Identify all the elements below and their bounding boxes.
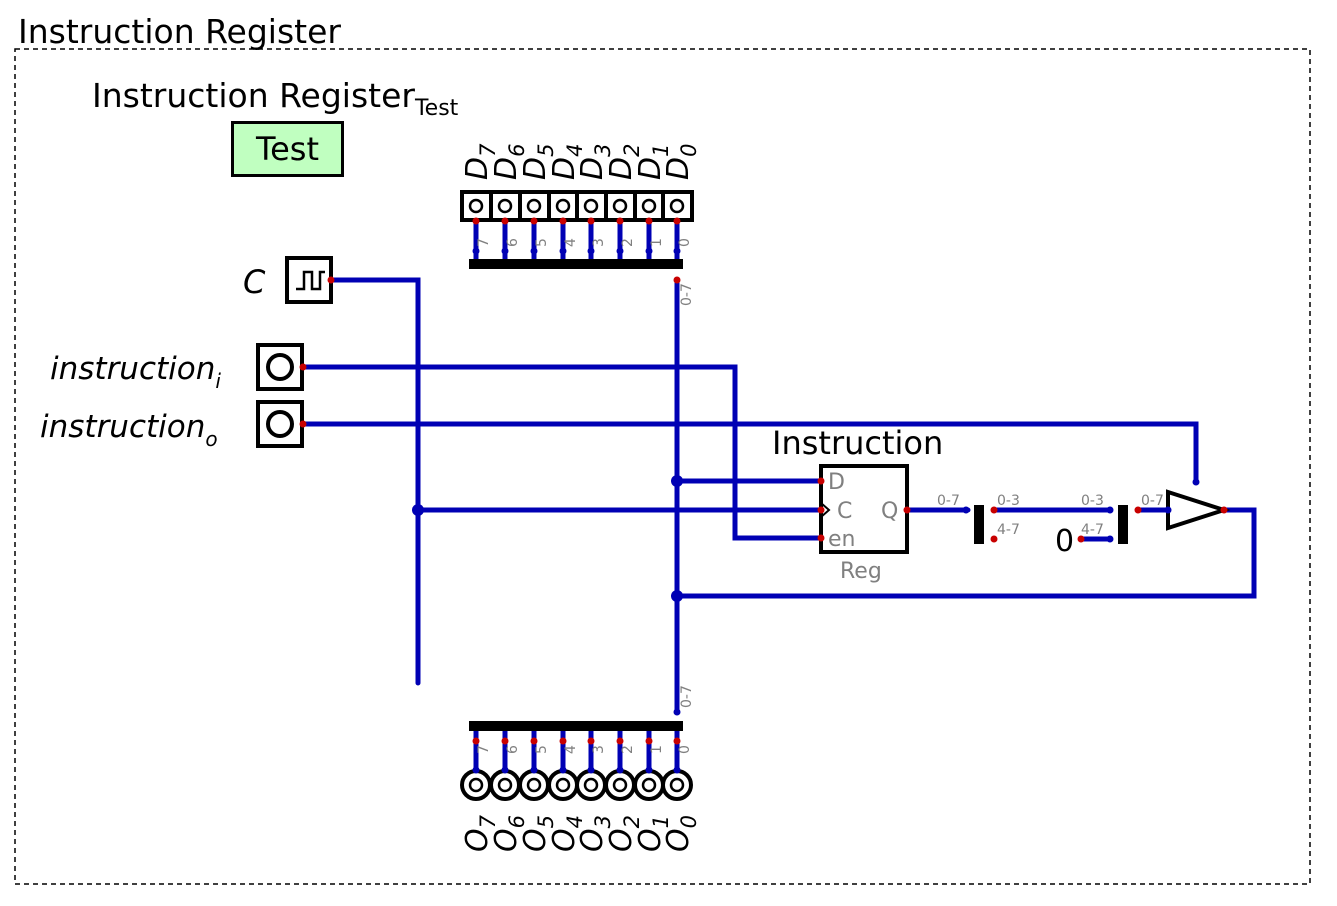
output-0[interactable] [661,737,693,801]
merger-out-label: 0-7 [1141,493,1164,509]
junction [671,590,683,602]
output-label: O5 [518,815,558,852]
output-bit-label: 7 [476,745,492,754]
clock-wave-icon [296,270,325,291]
data-input-7[interactable] [460,190,493,255]
instruction-o-label: instructiono [40,409,218,451]
output-bus-label: 0-7 [679,685,695,708]
register-port-c: C [837,499,852,524]
data-input-bit-label: 2 [620,238,636,247]
data-input-label: D2 [604,144,644,180]
splitter-in-label: 0-7 [937,493,960,509]
frame-border [14,48,1311,885]
output-bit-label: 4 [563,745,579,754]
splitter[interactable] [962,505,998,544]
junction [412,504,424,516]
output-label: O7 [460,814,500,852]
data-bus-label: 0-7 [679,283,695,306]
data-input-label: D7 [460,143,500,180]
output-6[interactable] [489,737,521,801]
instruction-i-label: instructioni [50,351,221,393]
register-name: Instruction [772,424,943,462]
data-input-bus-bar [469,259,683,269]
data-input-label: D6 [489,144,529,180]
test-button[interactable]: Test [231,121,344,177]
junction [671,475,683,487]
output-bit-label: 3 [591,745,607,754]
merger-in-a-label: 0-3 [1081,493,1104,509]
data-inputs: 7 D7 6 D6 5 D5 4 D4 3 D3 2 D2 1 D1 0 D0 [460,143,701,255]
output-label: O4 [547,815,587,852]
output-label: O0 [661,815,701,852]
output-bit-label: 1 [649,745,665,754]
tri-state-driver[interactable] [1164,478,1231,531]
data-input-label: D1 [633,144,673,180]
data-input-bit-label: 7 [476,238,492,247]
output-bit-label: 2 [620,745,636,754]
register-port-en: en [828,527,855,552]
splitter-out-b-label: 4-7 [997,522,1020,538]
output-label: O6 [489,815,529,852]
instruction-o-input[interactable] [256,400,307,448]
merger-in-b-label: 4-7 [1081,522,1104,538]
data-input-bit-label: 4 [563,238,579,247]
data-input-6[interactable] [489,190,522,255]
output-label: O2 [604,815,644,852]
clock-input[interactable] [285,256,335,304]
test-case-title: Instruction RegisterTest [92,76,459,121]
data-input-bit-label: 3 [591,238,607,247]
data-input-bit-label: 6 [505,238,521,247]
outputs: 7O7 6O6 5O5 4O4 3O3 2O2 1O1 0O0 [460,737,701,852]
frame-title: Instruction Register [18,12,341,51]
register-port-q: Q [881,499,898,524]
register-port-d: D [828,470,845,495]
data-input-4[interactable] [547,190,580,255]
output-bit-label: 0 [677,745,693,754]
data-input-5[interactable] [518,190,551,255]
clock-label: C [243,263,266,301]
data-input-label: D5 [518,144,558,180]
instruction-i-input[interactable] [256,343,307,391]
constant-value: 0 [1055,524,1074,559]
register-type-label: Reg [840,559,882,584]
output-bit-label: 6 [505,745,521,754]
data-input-bit-label: 0 [677,238,693,247]
data-input-label: D4 [547,144,587,180]
data-input-0[interactable] [661,190,694,255]
data-input-2[interactable] [604,190,637,255]
data-input-bit-label: 5 [534,238,550,247]
output-label: O1 [633,815,673,852]
data-input-label: D0 [661,144,701,180]
data-input-label: D3 [575,144,615,180]
output-4[interactable] [547,737,579,801]
output-label: O3 [575,815,615,852]
wires [300,217,1257,773]
merger[interactable] [1106,505,1142,544]
output-bit-label: 5 [534,745,550,754]
splitter-out-a-label: 0-3 [997,493,1020,509]
data-input-bit-label: 1 [649,238,665,247]
output-bus-bar [469,721,683,731]
